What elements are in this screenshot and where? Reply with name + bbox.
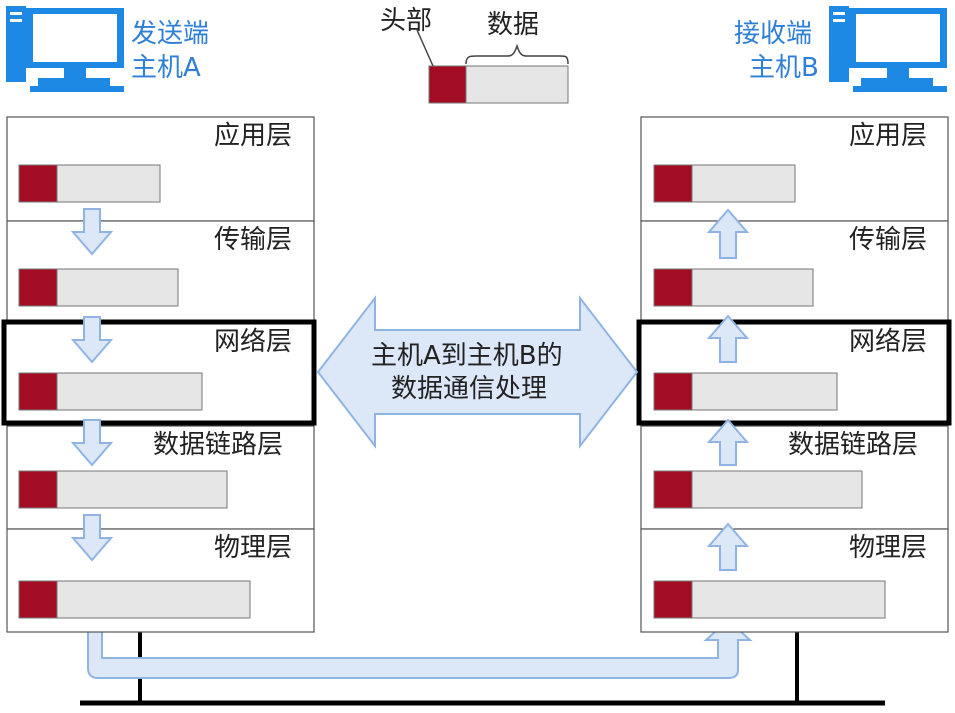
- host-a-label-line2: 主机A: [131, 53, 201, 83]
- host-b-layer-label-network: 网络层: [849, 327, 928, 357]
- host-a-layer-label-application: 应用层: [214, 121, 293, 151]
- host-a-layer-label-network: 网络层: [214, 327, 293, 357]
- up-arrow-icon: [706, 208, 750, 259]
- computer-icon: [6, 6, 124, 92]
- packet-header: [653, 164, 693, 203]
- legend-data-label: 数据: [487, 10, 540, 40]
- host-b-packets: [653, 164, 886, 619]
- legend-data-block: [465, 65, 569, 104]
- host-b-label-line2: 主机B: [749, 53, 819, 83]
- physical-transfer-arrow: [87, 618, 753, 679]
- host-b-label-line1: 接收端: [734, 19, 813, 49]
- packet-header: [18, 268, 58, 307]
- center-arrow-text-line1: 主机A到主机B的: [371, 341, 563, 371]
- packet-header: [653, 268, 693, 307]
- down-arrow-icon: [70, 316, 114, 364]
- host-b-layer-label-application: 应用层: [849, 121, 928, 151]
- legend-packet: [416, 29, 569, 104]
- up-arrow-icon: [706, 418, 750, 466]
- up-arrow-icon: [706, 314, 750, 363]
- host-b-layer-label-transport: 传输层: [849, 225, 928, 255]
- up-arrow-icon: [706, 522, 750, 571]
- packet-header: [653, 470, 693, 509]
- packet-header: [653, 580, 693, 619]
- legend-header-block: [428, 65, 467, 104]
- packet-header: [18, 580, 58, 619]
- legend-header-label: 头部: [380, 6, 433, 36]
- host-a-layer-label-physical: 物理层: [214, 533, 293, 563]
- down-arrow-icon: [70, 419, 114, 467]
- host-a-label-line1: 发送端: [131, 19, 210, 49]
- legend-data-brace: [465, 43, 569, 65]
- packet-data: [56, 372, 203, 411]
- packet-header: [18, 470, 58, 509]
- packet-data: [691, 372, 838, 411]
- packet-data: [691, 580, 886, 619]
- packet-header: [18, 164, 58, 203]
- host-a-layer-label-transport: 传输层: [214, 225, 293, 255]
- host-a-layer-label-datalink: 数据链路层: [153, 430, 284, 460]
- down-arrow-icon: [70, 208, 114, 256]
- computer-icon: [829, 6, 947, 92]
- legend-header-pointer: [416, 29, 434, 67]
- host-a-packets: [18, 164, 251, 619]
- host-b-layer-label-datalink: 数据链路层: [788, 430, 919, 460]
- host-b-layer-label-physical: 物理层: [849, 533, 928, 563]
- host-b-up-arrows: [706, 208, 750, 571]
- center-double-arrow: [316, 295, 639, 449]
- packet-header: [18, 372, 58, 411]
- down-arrow-icon: [70, 514, 114, 562]
- host-a-down-arrows: [70, 208, 114, 562]
- packet-data: [691, 470, 863, 509]
- packet-data: [56, 470, 228, 509]
- packet-data: [691, 268, 814, 307]
- center-arrow-text-line2: 数据通信处理: [391, 374, 548, 404]
- packet-header: [653, 372, 693, 411]
- packet-data: [56, 580, 251, 619]
- packet-data: [56, 164, 161, 203]
- packet-data: [56, 268, 179, 307]
- packet-data: [691, 164, 796, 203]
